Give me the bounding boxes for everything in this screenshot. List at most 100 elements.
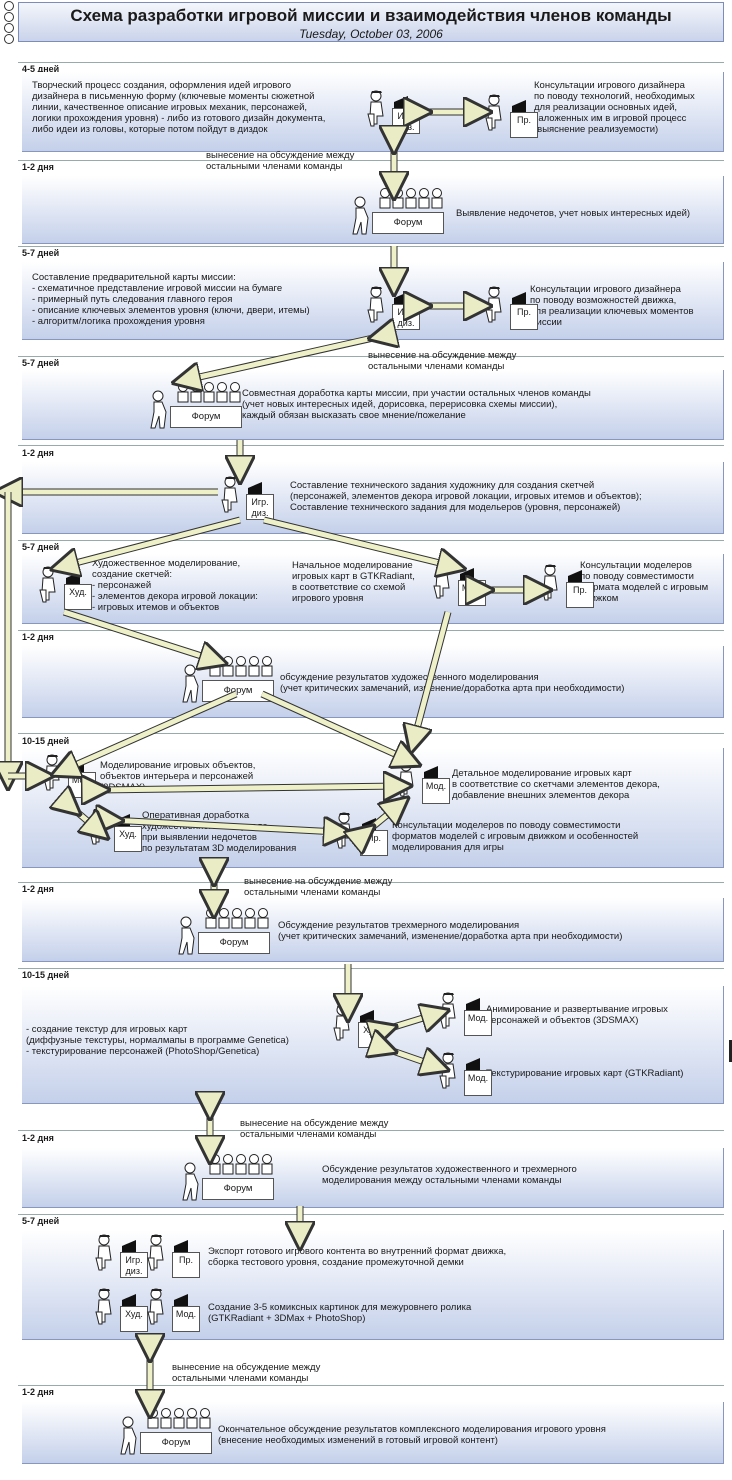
stage-divider — [18, 445, 724, 446]
forum-group-figure: Форум — [180, 652, 276, 704]
duration-label: 10-15 дней — [22, 970, 70, 980]
stage-divider — [18, 630, 724, 631]
duration-label: 4-5 дней — [22, 64, 60, 74]
role-label: Мод. — [68, 772, 96, 798]
forum-label: Форум — [198, 932, 270, 954]
stage12-a-text: Экспорт готового игрового контента во вн… — [208, 1246, 507, 1268]
role-modeler-figure: Мод. — [394, 758, 450, 806]
duration-label: 1-2 дня — [22, 1133, 54, 1143]
role-label: Игр. диз. — [392, 108, 420, 134]
role-modeler-figure: Мод. — [144, 1286, 200, 1334]
role-label: Мод. — [464, 1070, 492, 1096]
stage-divider — [18, 246, 724, 247]
stage3-left-text: Составление предварительной карты миссии… — [32, 272, 310, 327]
stage-divider — [18, 1130, 724, 1131]
stage13-text: Окончательное обсуждение результатов ком… — [218, 1424, 606, 1446]
page-title: Схема разработки игровой миссии и взаимо… — [70, 6, 672, 25]
stage10-r2-text: Текстурирование игровых карт (GTKRadiant… — [486, 1068, 684, 1079]
duration-label: 1-2 дня — [22, 162, 54, 172]
role-label: Пр. — [172, 1252, 200, 1278]
role-label: Худ. — [114, 826, 142, 852]
binder-rings-icon — [2, 0, 16, 44]
role-label: Игр. диз. — [120, 1252, 148, 1278]
stage8-d-text: Консультации моделеров по поводу совмест… — [392, 820, 639, 853]
role-label: Игр. диз. — [392, 304, 420, 330]
stage-divider — [18, 1214, 724, 1215]
forum-group-figure: Форум — [176, 904, 272, 956]
role-modeler-figure: Мод. — [436, 1050, 492, 1098]
forum-label: Форум — [170, 406, 242, 428]
forum-group-icon — [182, 1154, 273, 1201]
stage-divider — [18, 160, 724, 161]
stage-band — [22, 1148, 724, 1208]
duration-label: 5-7 дней — [22, 358, 60, 368]
person-at-desk-icon — [95, 1234, 136, 1271]
forum-group-icon — [120, 1408, 211, 1455]
role-programmer-figure: Пр. — [482, 284, 538, 332]
forum-group-figure: Форум — [118, 1404, 214, 1456]
role-game-designer-figure: Игр. диз. — [364, 88, 420, 136]
role-programmer-figure: Пр. — [144, 1232, 200, 1280]
role-programmer-figure: Пр. — [482, 92, 538, 140]
stage4-text: Совместная доработка карты миссии, при у… — [242, 388, 591, 421]
role-modeler-figure: Мод. — [430, 560, 486, 608]
role-label: Пр. — [510, 112, 538, 138]
stage6-left-text: Художественное моделирование,создание ск… — [92, 558, 258, 613]
role-game-designer-figure: Игр. диз. — [218, 474, 274, 522]
duration-label: 1-2 дня — [22, 632, 54, 642]
duration-label: 5-7 дней — [22, 248, 60, 258]
person-at-desk-icon — [147, 1234, 188, 1271]
person-at-desk-icon — [95, 1288, 136, 1325]
duration-label: 5-7 дней — [22, 1216, 60, 1226]
role-label: Мод. — [464, 1010, 492, 1036]
forum-group-figure: Форум — [180, 1150, 276, 1202]
stage8-a-text: Моделирование игровых объектов,объектов … — [100, 760, 256, 793]
stage7-text: обсуждение результатов художественного м… — [280, 672, 625, 694]
role-game-designer-figure: Игр. диз. — [92, 1232, 148, 1280]
forum-group-figure: Форум — [350, 184, 446, 236]
page-date: Tuesday, October 03, 2006 — [299, 27, 443, 41]
scrollbar-thumb[interactable] — [729, 1040, 732, 1062]
stage-divider — [18, 733, 724, 734]
role-artist-figure: Худ. — [92, 1286, 148, 1334]
role-artist-figure: Худ. — [86, 806, 142, 854]
forum-label: Форум — [372, 212, 444, 234]
stage10-left-text: - создание текстур для игровых карт(дифф… — [26, 1024, 289, 1057]
duration-label: 5-7 дней — [22, 542, 60, 552]
role-label: Пр. — [510, 304, 538, 330]
role-modeler-figure: Мод. — [40, 752, 96, 800]
role-game-designer-figure: Игр. диз. — [364, 284, 420, 332]
stage-divider — [18, 540, 724, 541]
role-label: Худ. — [64, 584, 92, 610]
forum-label: Форум — [140, 1432, 212, 1454]
role-label: Пр. — [360, 830, 388, 856]
stage-band — [22, 898, 724, 962]
stage-divider — [18, 1385, 724, 1386]
role-label: Мод. — [422, 778, 450, 804]
role-artist-figure: Худ. — [36, 564, 92, 612]
stage2-text: Выявление недочетов, учет новых интересн… — [456, 208, 691, 219]
duration-label: 10-15 дней — [22, 736, 70, 746]
title-bar: Схема разработки игровой миссии и взаимо… — [18, 2, 724, 42]
stage11-text: Обсуждение результатов художественного и… — [322, 1164, 577, 1186]
duration-label: 1-2 дня — [22, 448, 54, 458]
role-modeler-figure: Мод. — [436, 990, 492, 1038]
stage12-b-text: Создание 3-5 комиксных картинок для межу… — [208, 1302, 472, 1324]
role-label: Худ. — [358, 1022, 386, 1048]
role-label: Игр. диз. — [246, 494, 274, 520]
forum-label: Форум — [202, 680, 274, 702]
forum-label: Форум — [202, 1178, 274, 1200]
stage-divider — [18, 882, 724, 883]
duration-label: 1-2 дня — [22, 1387, 54, 1397]
person-at-desk-icon — [147, 1288, 188, 1325]
